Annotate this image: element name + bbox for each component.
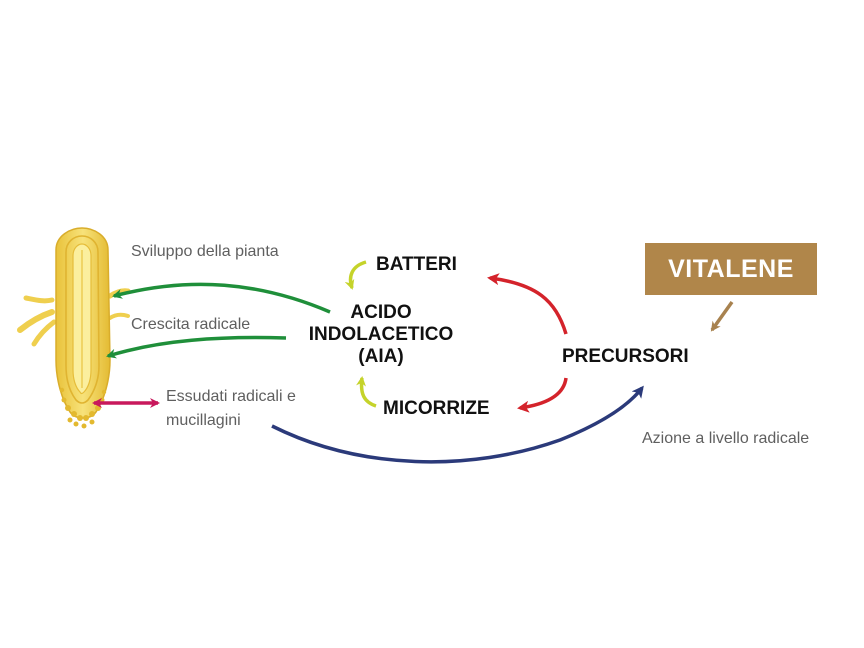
arrow-essudati-to-precursori — [271, 385, 644, 464]
arrow-aia-to-sviluppo — [112, 282, 331, 314]
root-illustration — [17, 227, 131, 429]
node-aia-line1: ACIDO — [350, 302, 412, 323]
node-precursori: PRECURSORI — [562, 346, 689, 367]
arrow-batteri-to-aia — [344, 260, 367, 290]
node-aia-line3: (AIA) — [358, 345, 404, 367]
brand-vitalene-box: VITALENE — [645, 243, 817, 295]
label-essudati-line2: mucillagini — [166, 412, 241, 429]
arrow-micorrize-to-aia — [356, 376, 377, 408]
node-batteri: BATTERI — [376, 254, 457, 275]
node-micorrize: MICORRIZE — [383, 398, 490, 419]
arrow-precursori-to-batteri — [487, 273, 568, 335]
arrow-brand-to-precursori — [710, 300, 734, 332]
caption-azione-radicale: Azione a livello radicale — [642, 430, 810, 447]
label-crescita-radicale: Crescita radicale — [131, 316, 251, 333]
brand-name: VITALENE — [668, 254, 794, 283]
label-sviluppo-pianta: Sviluppo della pianta — [131, 243, 279, 260]
label-essudati-line1: Essudati radicali e — [166, 388, 296, 405]
node-aia: ACIDO INDOLACETICO (AIA) — [290, 302, 472, 368]
arrow-aia-to-crescita — [106, 335, 287, 359]
node-aia-line2: INDOLACETICO — [308, 323, 454, 345]
arrow-precursori-to-micorrize — [517, 377, 568, 413]
